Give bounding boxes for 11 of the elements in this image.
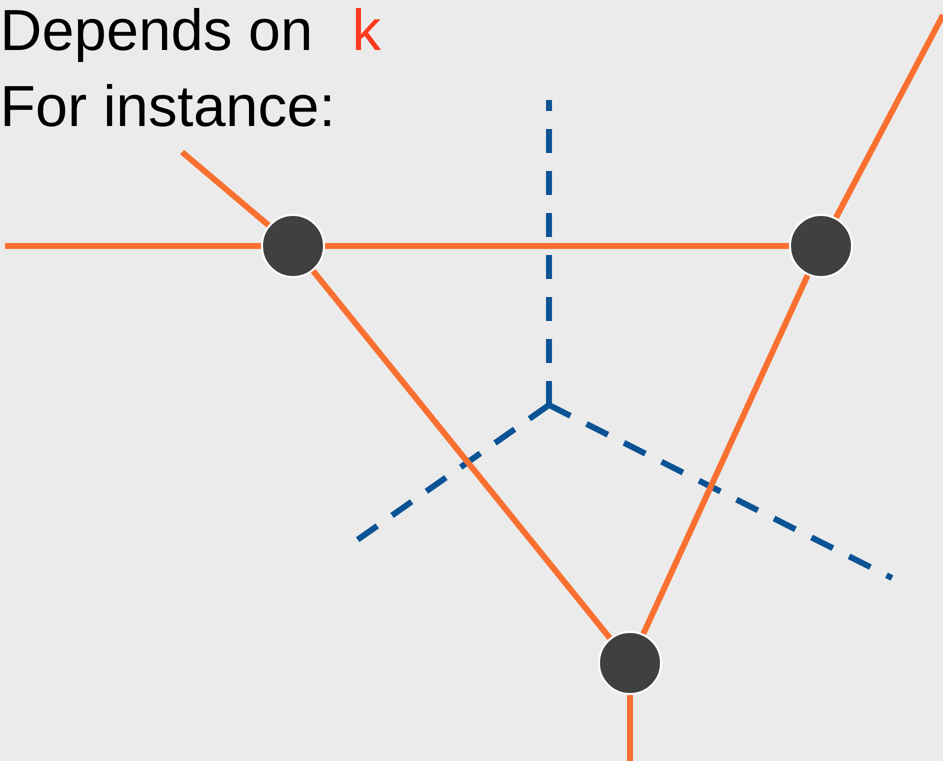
- connector-line: [640, 274, 810, 636]
- connector-line: [833, 14, 943, 220]
- parameter-text: k: [352, 2, 381, 60]
- connector-line: [310, 269, 612, 640]
- slide-text: Depends on: [0, 2, 313, 60]
- connector-line: [325, 243, 789, 249]
- slide-text: For instance:: [0, 78, 336, 136]
- connector-line: [627, 695, 633, 761]
- connector-line: [180, 150, 271, 228]
- point-dot: [261, 214, 325, 278]
- connector-line: [5, 243, 261, 249]
